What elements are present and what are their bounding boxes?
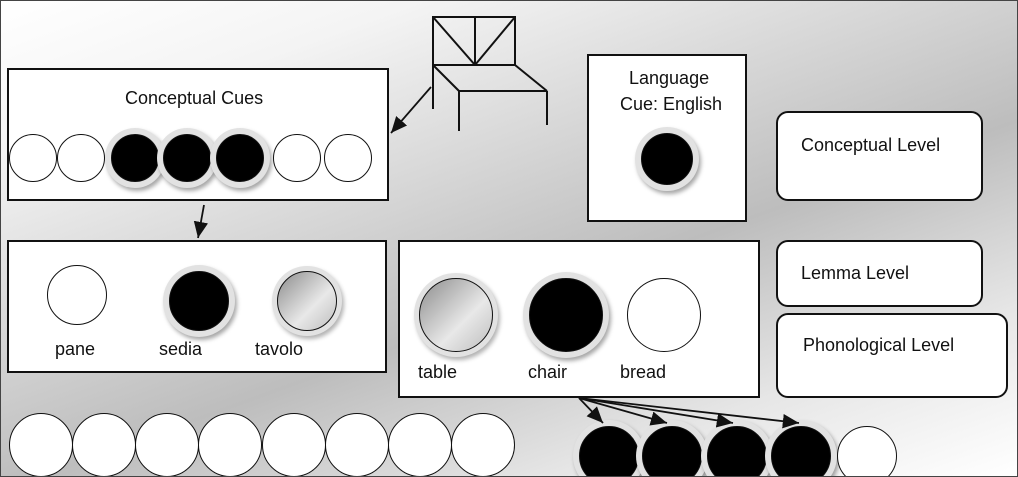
phoneme-node-left-3	[135, 413, 199, 476]
arrow-chair-to-phoneme-3	[578, 397, 734, 428]
conceptual-cues-title: Conceptual Cues	[125, 88, 264, 108]
phonological-level-box: Phonological Level	[776, 313, 1008, 398]
arrow-chair-to-phoneme-2	[578, 397, 668, 426]
phoneme-node-left-5	[262, 413, 326, 476]
phoneme-node-left-6	[325, 413, 389, 476]
phoneme-node-left-2	[72, 413, 136, 476]
lemma-label-bread: bread	[620, 362, 667, 382]
english-lemma-node-2	[529, 278, 603, 352]
concept-node-6	[273, 134, 321, 182]
english-lemma-node-3	[627, 278, 701, 352]
phoneme-node-right-2	[642, 426, 702, 476]
concept-node-7	[324, 134, 372, 182]
phoneme-node-right-3	[707, 426, 767, 476]
lemma-label-tavolo: tavolo	[255, 339, 304, 359]
lemma-label-pane: pane	[55, 339, 96, 359]
phoneme-node-right-1	[579, 426, 639, 476]
italian-lemma-node-2	[169, 271, 229, 331]
conceptual-cues-box: Conceptual Cues	[7, 68, 389, 201]
italian-lemma-node-3	[277, 271, 337, 331]
phoneme-node-right-4	[771, 426, 831, 476]
arrow-chair-to-phoneme-4	[578, 397, 800, 429]
phoneme-node-left-4	[198, 413, 262, 476]
language-cue-label-line1: Language	[629, 68, 710, 88]
phonological-level-label: Phonological Level	[803, 335, 955, 355]
arrow-concepts-to-lemmas	[193, 204, 208, 239]
concept-node-5	[216, 134, 264, 182]
phoneme-node-left-7	[388, 413, 452, 476]
lemma-label-sedia: sedia	[159, 339, 203, 359]
arrow-chair-to-concepts	[390, 86, 432, 134]
lemma-label-chair: chair	[528, 362, 568, 382]
phoneme-node-left-8	[451, 413, 515, 476]
concept-node-2	[57, 134, 105, 182]
arrow-chair-to-phoneme-1	[578, 397, 604, 424]
language-cue-label-line2: Cue: English	[620, 94, 723, 114]
concept-node-4	[163, 134, 211, 182]
conceptual-level-box: Conceptual Level	[776, 111, 983, 201]
phoneme-node-left-1	[9, 413, 73, 476]
concept-node-1	[9, 134, 57, 182]
english-lemma-node-1	[419, 278, 493, 352]
lemma-level-box: Lemma Level	[776, 240, 983, 307]
conceptual-level-label: Conceptual Level	[801, 135, 941, 155]
lemma-label-table: table	[418, 362, 458, 382]
language-node-english	[641, 133, 693, 185]
concept-node-3	[111, 134, 159, 182]
lemma-level-label: Lemma Level	[801, 263, 910, 283]
phoneme-node-right-5	[837, 426, 897, 476]
italian-lemma-node-1	[47, 265, 107, 325]
